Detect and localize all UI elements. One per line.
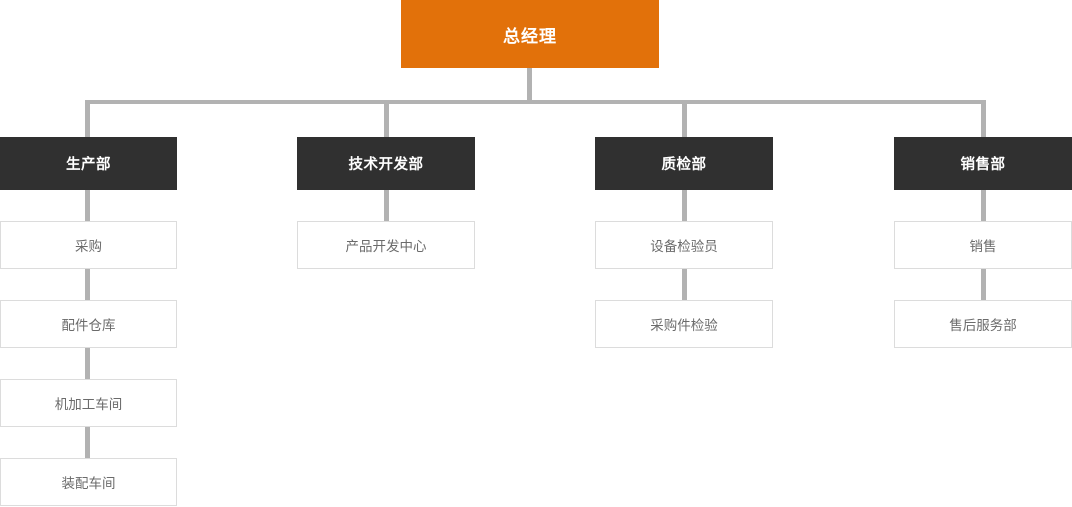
connector-bus-to-dept-1 (85, 100, 90, 137)
org-node-dept-2-unit-1[interactable]: 产品开发中心 (297, 221, 475, 269)
connector-dept-4-unit-1-to-unit-2 (981, 269, 986, 300)
org-node-root[interactable]: 总经理 (401, 0, 659, 68)
connector-dept-1-to-unit-1 (85, 190, 90, 221)
connector-bus-to-dept-4 (981, 100, 986, 137)
connector-dept-1-unit-3-to-unit-4 (85, 427, 90, 458)
connector-horizontal-bus (85, 100, 983, 104)
org-node-dept-3-unit-2[interactable]: 采购件检验 (595, 300, 773, 348)
org-node-dept-2[interactable]: 技术开发部 (297, 137, 475, 190)
connector-dept-4-to-unit-1 (981, 190, 986, 221)
connector-dept-1-unit-2-to-unit-3 (85, 348, 90, 379)
connector-dept-3-unit-1-to-unit-2 (682, 269, 687, 300)
org-node-dept-4[interactable]: 销售部 (894, 137, 1072, 190)
connector-bus-to-dept-3 (682, 100, 687, 137)
org-node-dept-4-unit-2[interactable]: 售后服务部 (894, 300, 1072, 348)
org-node-dept-3[interactable]: 质检部 (595, 137, 773, 190)
connector-dept-1-unit-1-to-unit-2 (85, 269, 90, 300)
org-node-dept-1-unit-3[interactable]: 机加工车间 (0, 379, 177, 427)
org-node-dept-1[interactable]: 生产部 (0, 137, 177, 190)
org-node-dept-1-unit-4[interactable]: 装配车间 (0, 458, 177, 506)
connector-dept-3-to-unit-1 (682, 190, 687, 221)
org-node-dept-1-unit-1[interactable]: 采购 (0, 221, 177, 269)
connector-dept-2-to-unit-1 (384, 190, 389, 221)
connector-bus-to-dept-2 (384, 100, 389, 137)
connector-root-to-bus (527, 68, 532, 102)
org-node-dept-4-unit-1[interactable]: 销售 (894, 221, 1072, 269)
org-node-dept-1-unit-2[interactable]: 配件仓库 (0, 300, 177, 348)
org-node-dept-3-unit-1[interactable]: 设备检验员 (595, 221, 773, 269)
